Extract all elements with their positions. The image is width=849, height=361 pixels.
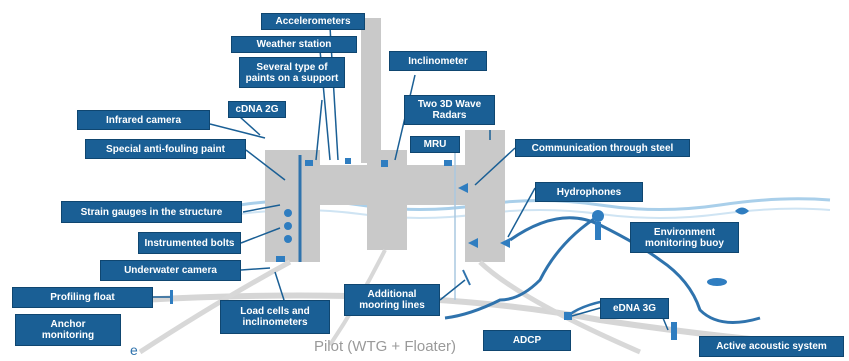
- sensor-icon: [284, 222, 292, 230]
- hydrophone-icon: [500, 238, 510, 248]
- label-profiling-float: Profiling float: [12, 287, 153, 308]
- hydrophone-cable: [509, 216, 761, 324]
- pointer-lines: [153, 26, 669, 331]
- camera-icon: [444, 160, 452, 166]
- label-accelerometers: Accelerometers: [261, 13, 365, 30]
- label-load-cells: Load cells and inclinometers: [220, 300, 330, 334]
- mooring-line-right: [478, 260, 641, 355]
- label-inclinometer: Inclinometer: [389, 51, 487, 71]
- label-edna-bottom: eDNA 3G: [600, 298, 669, 319]
- diagram-caption: Pilot (WTG + Floater): [313, 338, 457, 355]
- weather-station-icon: [345, 158, 351, 164]
- label-uw-camera: Underwater camera: [100, 260, 241, 281]
- label-paints: Several type of paints on a support: [239, 57, 345, 88]
- label-bolts: Instrumented bolts: [138, 232, 241, 254]
- fish-icon: [735, 207, 749, 215]
- label-weather-station: Weather station: [231, 36, 357, 53]
- seabed-curve: [139, 292, 761, 343]
- wind-tower: [361, 18, 381, 163]
- sensor-icon: [381, 160, 388, 167]
- sensor-icon: [170, 290, 173, 304]
- label-acoustic: Active acoustic system: [699, 336, 844, 357]
- label-wave-radars: Two 3D Wave Radars: [404, 95, 495, 125]
- label-mooring: Additional mooring lines: [344, 284, 440, 316]
- sensor-icon: [564, 312, 572, 320]
- label-infrared-camera: Infrared camera: [77, 110, 210, 130]
- buoy-cable: [444, 213, 601, 320]
- label-antifouling: Special anti-fouling paint: [85, 139, 246, 159]
- buoy-icon: [595, 222, 601, 240]
- label-anchor: Anchor monitoring: [15, 314, 121, 346]
- anchor-line-icon: [462, 269, 471, 286]
- sensor-icon: [671, 322, 677, 340]
- mooring-line-left: [138, 259, 292, 355]
- label-comm-steel: Communication through steel: [515, 139, 690, 157]
- sensor-icon: [284, 235, 292, 243]
- boat-icon: [707, 278, 727, 286]
- sensor-icon: [284, 209, 292, 217]
- hydrophone-icon: [458, 183, 468, 193]
- label-env-buoy: Environment monitoring buoy: [630, 222, 739, 253]
- hydrophone-icon: [468, 238, 478, 248]
- label-adcp: ADCP: [483, 330, 571, 351]
- camera-icon: [276, 256, 285, 262]
- floater-right-column: [465, 130, 505, 262]
- label-hydrophones: Hydrophones: [535, 182, 643, 202]
- label-edna-top: cDNA 2G: [228, 101, 286, 118]
- label-mru: MRU: [410, 136, 460, 153]
- sea-surface-line-2: [239, 207, 831, 219]
- label-strain-gauges: Strain gauges in the structure: [61, 201, 242, 223]
- camera-icon: [305, 160, 313, 166]
- mooring-arrow-icon: e: [130, 342, 138, 358]
- buoy-icon: [592, 210, 604, 222]
